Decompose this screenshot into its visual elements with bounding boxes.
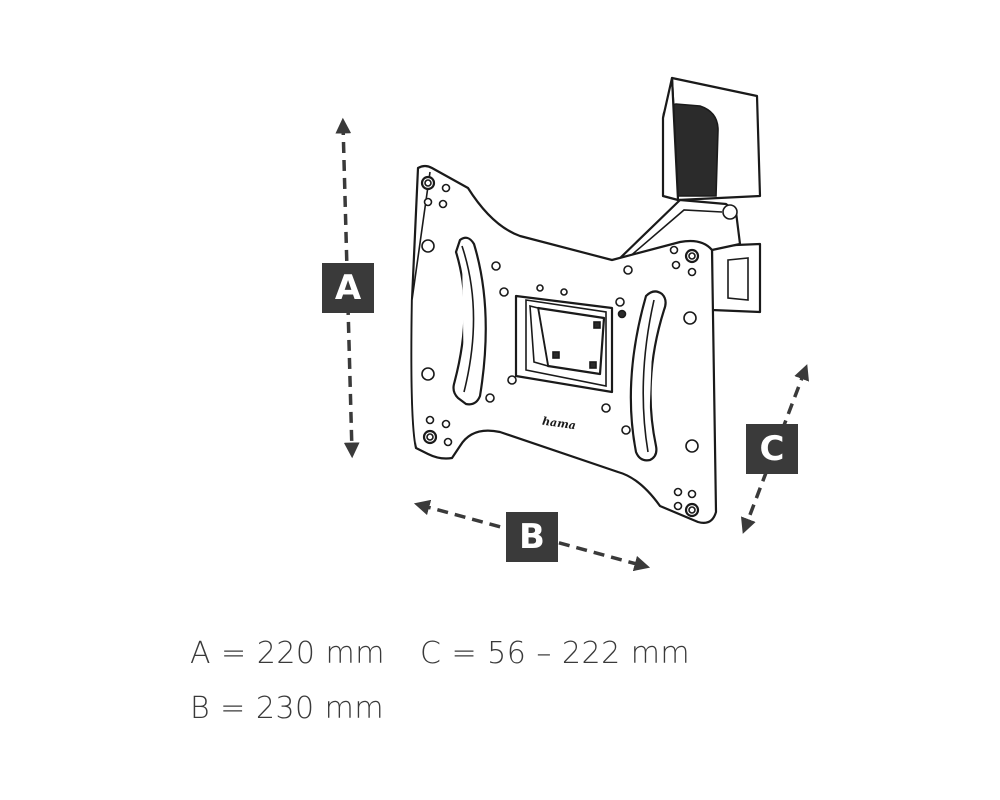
brand-logo: hama [541, 415, 576, 433]
dimension-arrow-c [740, 364, 810, 534]
tv-mounting-plate: hama [410, 164, 718, 524]
dimension-label-b: B [506, 512, 558, 562]
spec-a-value: A = 220 mm [190, 636, 385, 671]
dimension-label-c: C [746, 424, 798, 474]
wall-bracket [614, 76, 762, 314]
dimension-label-a: A [322, 263, 374, 313]
spec-b-value: B = 230 mm [190, 691, 385, 726]
spec-c-value: C = 56 – 222 mm [420, 636, 691, 671]
